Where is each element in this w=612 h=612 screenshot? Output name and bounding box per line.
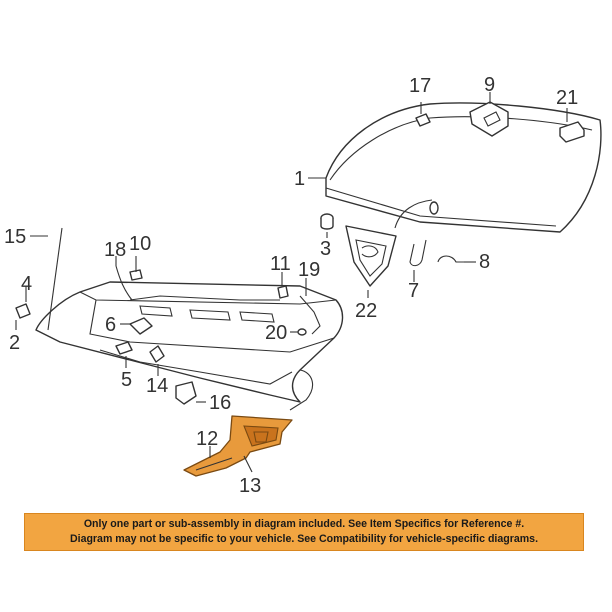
part-7-rod — [409, 239, 427, 267]
part-20-clip — [297, 328, 307, 336]
part-22-emblem — [345, 225, 397, 287]
callout-12: 12 — [196, 428, 218, 450]
callout-17: 17 — [409, 75, 431, 97]
callout-15: 15 — [4, 226, 26, 248]
part-3-bumper — [320, 213, 334, 230]
cowl-panel — [35, 281, 344, 411]
notice-line-2: Diagram may not be specific to your vehi… — [69, 533, 539, 545]
part-11-bolt — [277, 285, 289, 299]
callout-9: 9 — [484, 74, 495, 96]
part-14-clip — [149, 345, 165, 363]
leader-lines — [15, 92, 568, 473]
part-6-latch — [129, 317, 153, 335]
part-21-bracket — [559, 121, 585, 143]
part-8-clip — [437, 255, 464, 263]
compatibility-notice-banner: Only one part or sub-assembly in diagram… — [24, 513, 584, 551]
part-17-bumper — [415, 113, 431, 127]
callout-3: 3 — [320, 238, 331, 260]
callout-6: 6 — [105, 314, 116, 336]
part-16-latch — [175, 381, 197, 405]
callout-16: 16 — [209, 392, 231, 414]
callout-labels: 1 2 3 4 5 6 7 8 9 10 11 12 13 14 15 16 1… — [4, 74, 578, 497]
callout-4: 4 — [21, 273, 32, 295]
callout-21: 21 — [556, 87, 578, 109]
callout-22: 22 — [355, 300, 377, 322]
part-18-cable — [115, 265, 133, 301]
callout-10: 10 — [129, 233, 151, 255]
hood-panel — [325, 102, 602, 233]
part-4-fastener — [15, 303, 31, 319]
callout-2: 2 — [9, 332, 20, 354]
callout-14: 14 — [146, 375, 168, 397]
callout-19: 19 — [298, 259, 320, 281]
highlighted-part-shield — [183, 415, 293, 477]
callout-20: 20 — [265, 322, 287, 344]
part-5-bracket — [115, 341, 133, 355]
callout-8: 8 — [479, 251, 490, 273]
callout-13: 13 — [239, 475, 261, 497]
notice-line-1: Only one part or sub-assembly in diagram… — [83, 518, 525, 530]
callout-5: 5 — [121, 369, 132, 391]
part-10-clip — [129, 269, 143, 281]
callout-1: 1 — [294, 168, 305, 190]
callout-18: 18 — [104, 239, 126, 261]
part-15-prop-rod — [47, 227, 63, 331]
callout-11: 11 — [270, 253, 291, 275]
part-19-cable — [299, 295, 321, 335]
callout-7: 7 — [408, 280, 419, 302]
